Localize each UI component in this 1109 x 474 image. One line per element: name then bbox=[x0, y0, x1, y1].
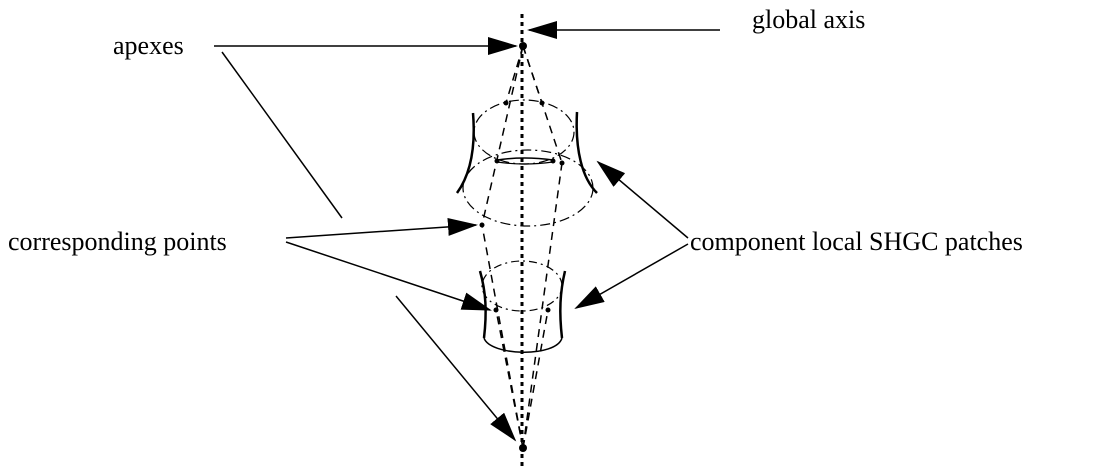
annotation-arrows bbox=[214, 21, 720, 442]
leader-apex-bottom bbox=[221, 51, 343, 219]
apex-bottom-point bbox=[519, 444, 527, 452]
apexes-label: apexes bbox=[113, 31, 184, 60]
arrow-corresponding-upper bbox=[285, 217, 478, 239]
apex-top-point bbox=[519, 42, 527, 50]
arrow-patch-lower bbox=[574, 243, 689, 309]
upper-shgc-patch bbox=[455, 99, 598, 227]
component-patches-label: component local SHGC patches bbox=[690, 227, 1023, 256]
lower-shgc-patch bbox=[478, 260, 567, 353]
corresponding-points-label: corresponding points bbox=[8, 227, 227, 256]
arrow-corresponding-lower bbox=[285, 241, 492, 311]
diagram-points bbox=[479, 42, 565, 452]
arrow-apex-bottom bbox=[395, 295, 517, 442]
global-axis-label: global axis bbox=[752, 5, 865, 34]
arrow-patch-upper bbox=[596, 160, 689, 239]
